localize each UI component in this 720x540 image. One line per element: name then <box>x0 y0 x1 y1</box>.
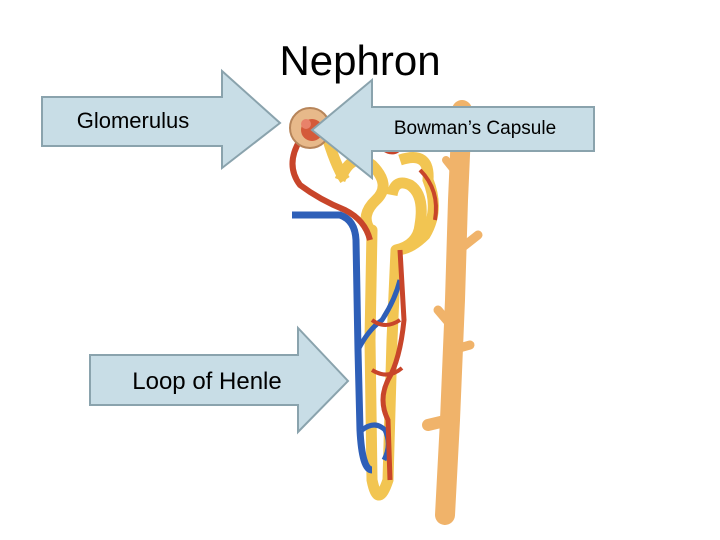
bowmans-capsule-arrow <box>310 77 595 181</box>
loop-of-henle-arrow <box>89 325 350 435</box>
diagram-title: Nephron <box>279 37 441 84</box>
bowmans-capsule-label: Bowman’s Capsule <box>393 118 557 139</box>
loop-of-henle-tubule <box>319 128 439 501</box>
glomerulus-arrow <box>41 68 282 171</box>
glomerulus-label: Glomerulus <box>76 108 190 133</box>
collecting-duct <box>422 100 483 525</box>
loop-of-henle-label: Loop of Henle <box>132 368 282 395</box>
